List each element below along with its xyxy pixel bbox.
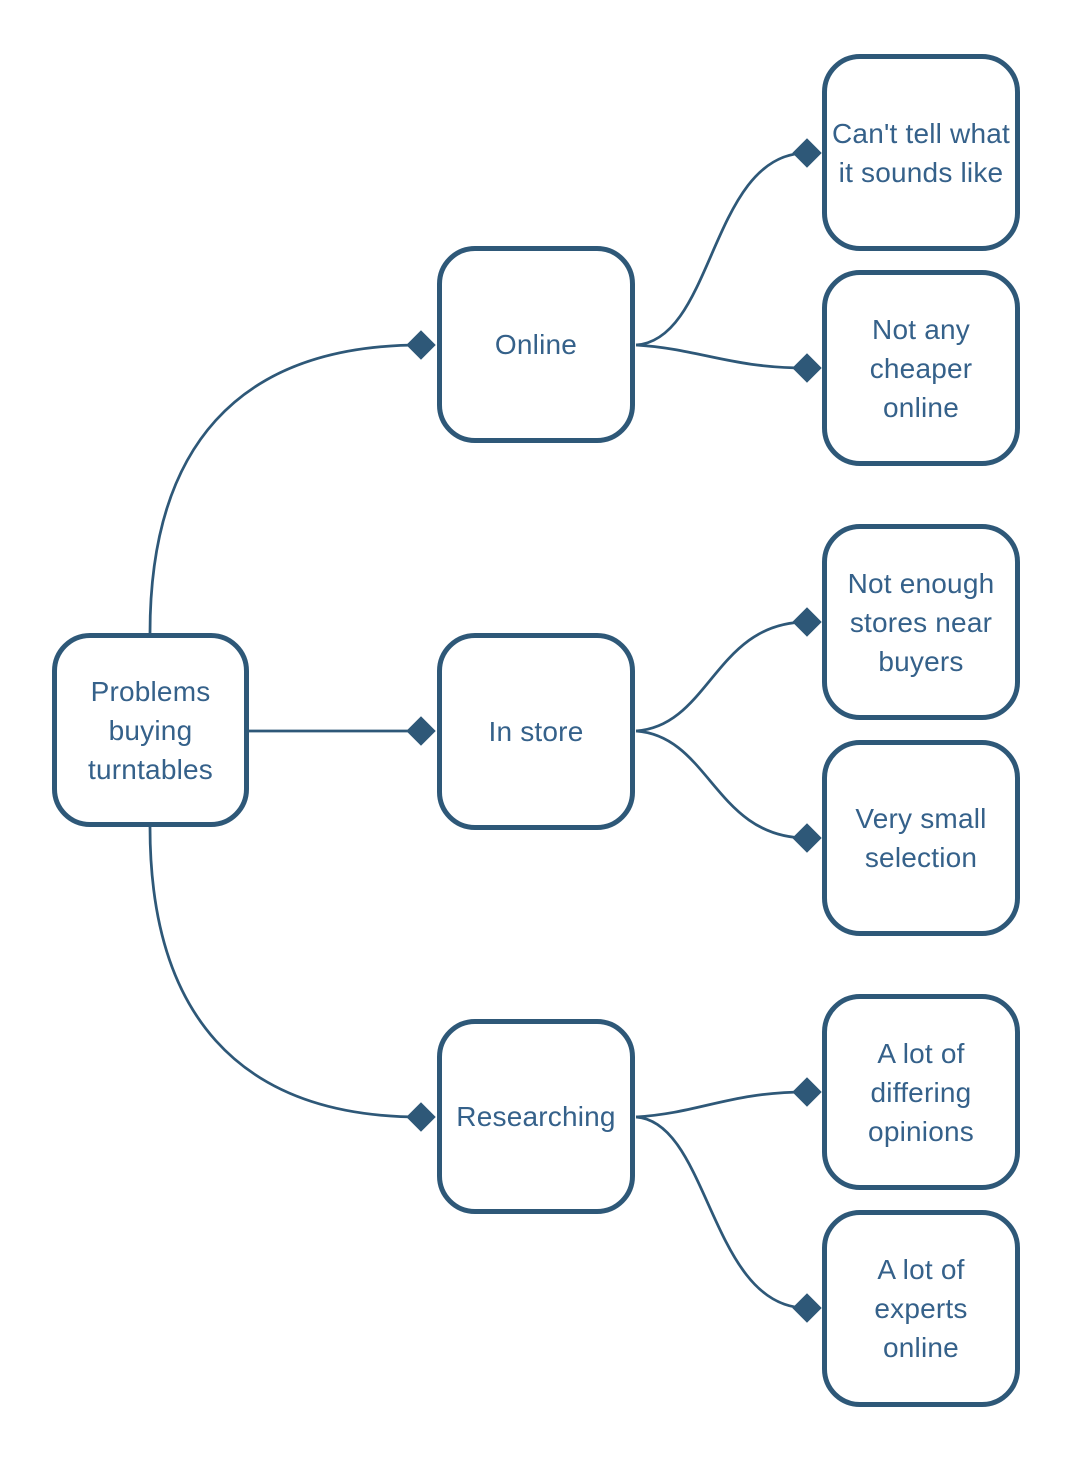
node-label: Very small selection bbox=[855, 803, 987, 873]
diamond-connector-icon bbox=[792, 353, 822, 383]
edge-online-cant-tell bbox=[635, 151, 808, 347]
node-not-enough-stores-near-buyers[interactable]: Not enough stores near buyers bbox=[822, 524, 1020, 720]
diamond-connector-icon bbox=[792, 1293, 822, 1323]
node-label: Online bbox=[494, 329, 578, 360]
node-online[interactable]: Online bbox=[437, 246, 635, 443]
diamond-connector-icon bbox=[792, 823, 822, 853]
node-researching[interactable]: Researching bbox=[437, 1019, 635, 1214]
edge-root-researching bbox=[148, 826, 422, 1119]
diamond-connector-icon bbox=[406, 1102, 436, 1132]
node-not-any-cheaper-online[interactable]: Not any cheaper online bbox=[822, 270, 1020, 466]
node-label: Researching bbox=[456, 1101, 616, 1132]
diamond-connector-icon bbox=[792, 138, 822, 168]
node-cant-tell-what-it-sounds-like[interactable]: Can't tell what it sounds like bbox=[822, 54, 1020, 251]
edge-online-not-cheaper bbox=[635, 343, 808, 370]
node-in-store[interactable]: In store bbox=[437, 633, 635, 830]
node-label: In store bbox=[488, 716, 584, 747]
edge-in-store-small-selection bbox=[635, 729, 808, 840]
edge-root-online bbox=[148, 343, 422, 634]
node-problems-buying-turntables[interactable]: Problems buying turntables bbox=[52, 633, 249, 827]
node-label: A lot of differing opinions bbox=[868, 1037, 974, 1147]
node-label: Not enough stores near buyers bbox=[847, 567, 995, 677]
diamond-connector-icon bbox=[406, 716, 436, 746]
node-label: Problems buying turntables bbox=[88, 675, 213, 785]
edge-in-store-not-enough-stores bbox=[635, 620, 808, 733]
node-a-lot-of-differing-opinions[interactable]: A lot of differing opinions bbox=[822, 994, 1020, 1190]
node-label: Not any cheaper online bbox=[869, 313, 973, 423]
diamond-connector-icon bbox=[406, 330, 436, 360]
diamond-connector-icon bbox=[792, 1077, 822, 1107]
node-a-lot-of-experts-online[interactable]: A lot of experts online bbox=[822, 1210, 1020, 1407]
node-very-small-selection[interactable]: Very small selection bbox=[822, 740, 1020, 936]
node-label: Can't tell what it sounds like bbox=[832, 117, 1010, 188]
node-label: A lot of experts online bbox=[874, 1254, 968, 1363]
edge-researching-differing-opinions bbox=[635, 1090, 808, 1119]
diamond-connector-icon bbox=[792, 607, 822, 637]
edge-researching-experts-online bbox=[635, 1115, 808, 1310]
